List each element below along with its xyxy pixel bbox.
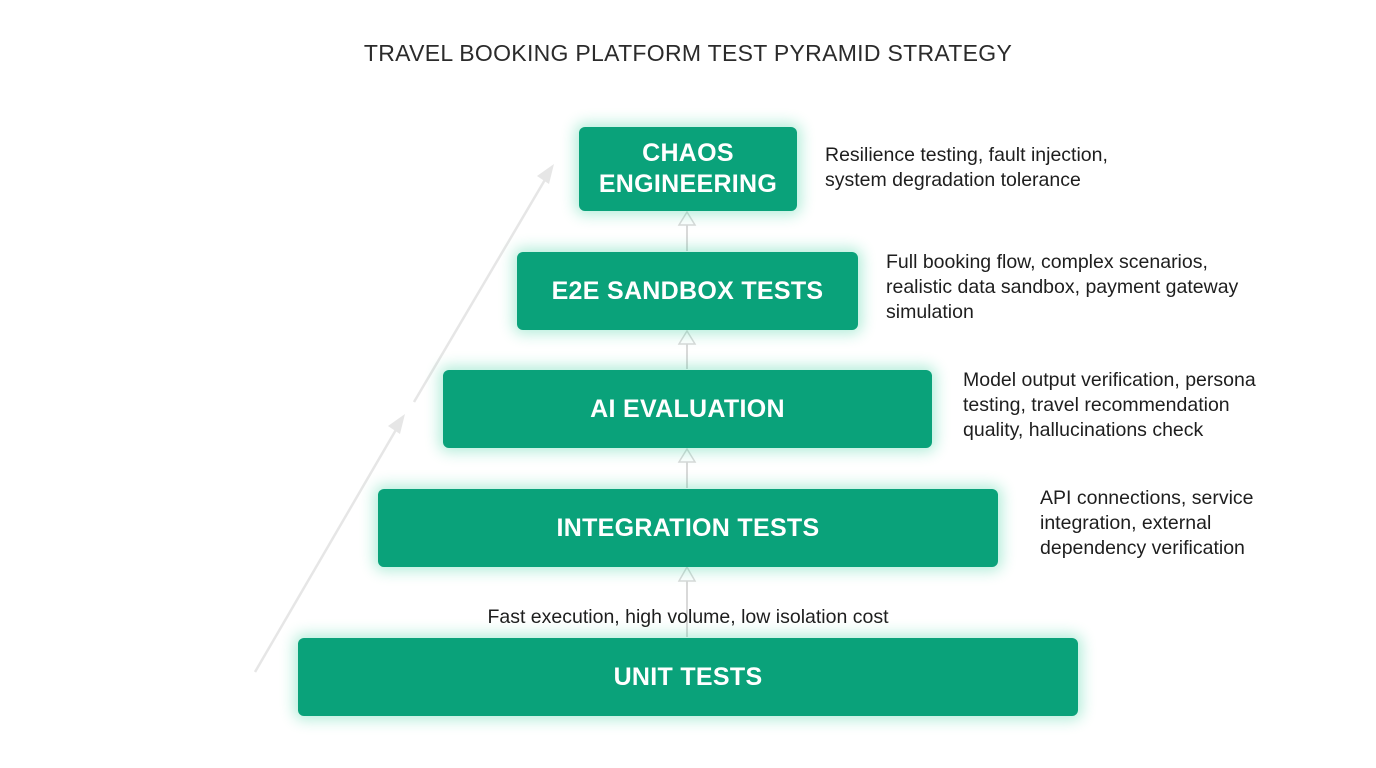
description-line: testing, travel recommendation xyxy=(963,394,1230,416)
description-line: simulation xyxy=(886,301,974,323)
description-line: Fast execution, high volume, low isolati… xyxy=(487,606,889,628)
connector-arrowhead-icon xyxy=(677,447,697,463)
description-line: API connections, service xyxy=(1040,487,1254,509)
diagram-title: TRAVEL BOOKING PLATFORM TEST PYRAMID STR… xyxy=(363,40,1013,66)
description-line: Full booking flow, complex scenarios, xyxy=(886,251,1208,273)
tier-label-line: ENGINEERING xyxy=(598,170,778,198)
trend-arrow-lower-head-icon xyxy=(388,414,405,434)
description-line: realistic data sandbox, payment gateway xyxy=(886,276,1239,298)
trend-arrow-upper-segment xyxy=(412,177,548,403)
connector-unit-to-integration xyxy=(677,565,697,637)
tier-label-line: CHAOS xyxy=(642,139,734,167)
tier-label: E2E SANDBOX TESTS xyxy=(551,276,824,305)
tier-label: INTEGRATION TESTS xyxy=(556,513,820,542)
description-line: Resilience testing, fault injection, xyxy=(825,144,1108,166)
tier-description-unit-tests: Fast execution, high volume, low isolati… xyxy=(0,605,1376,630)
tier-integration-tests: INTEGRATION TESTS xyxy=(378,489,998,567)
tier-description-chaos-engineering: Resilience testing, fault injection, sys… xyxy=(825,143,1108,193)
tier-label: UNIT TESTS xyxy=(613,662,763,691)
tier-ai-evaluation: AI EVALUATION xyxy=(443,370,932,448)
tier-e2e-sandbox-tests: E2E SANDBOX TESTS xyxy=(517,252,858,330)
tier-description-e2e-sandbox-tests: Full booking flow, complex scenarios, re… xyxy=(886,250,1238,325)
tier-unit-tests: UNIT TESTS xyxy=(298,638,1078,716)
description-line: integration, external xyxy=(1040,512,1212,534)
connector-e2e-to-chaos xyxy=(677,210,697,251)
connector-ai-to-e2e xyxy=(677,329,697,369)
tier-connectors xyxy=(677,210,697,637)
connector-integration-to-ai xyxy=(677,447,697,488)
trend-arrow-lower-segment xyxy=(253,427,399,673)
tier-label: AI EVALUATION xyxy=(590,394,785,423)
description-line: quality, hallucinations check xyxy=(963,419,1204,441)
connector-arrowhead-icon xyxy=(677,565,697,582)
description-line: dependency verification xyxy=(1040,537,1245,559)
trend-arrow xyxy=(253,164,554,673)
connector-arrowhead-icon xyxy=(677,329,697,345)
tier-label: CHAOS ENGINEERING xyxy=(599,138,777,200)
trend-arrow-upper-head-icon xyxy=(537,164,554,184)
description-line: Model output verification, persona xyxy=(963,369,1256,391)
connector-arrowhead-icon xyxy=(677,210,697,226)
tier-chaos-engineering: CHAOS ENGINEERING xyxy=(579,127,797,211)
tier-description-ai-evaluation: Model output verification, persona testi… xyxy=(963,368,1256,443)
description-line: system degradation tolerance xyxy=(825,169,1081,191)
tier-description-integration-tests: API connections, service integration, ex… xyxy=(1040,486,1254,561)
